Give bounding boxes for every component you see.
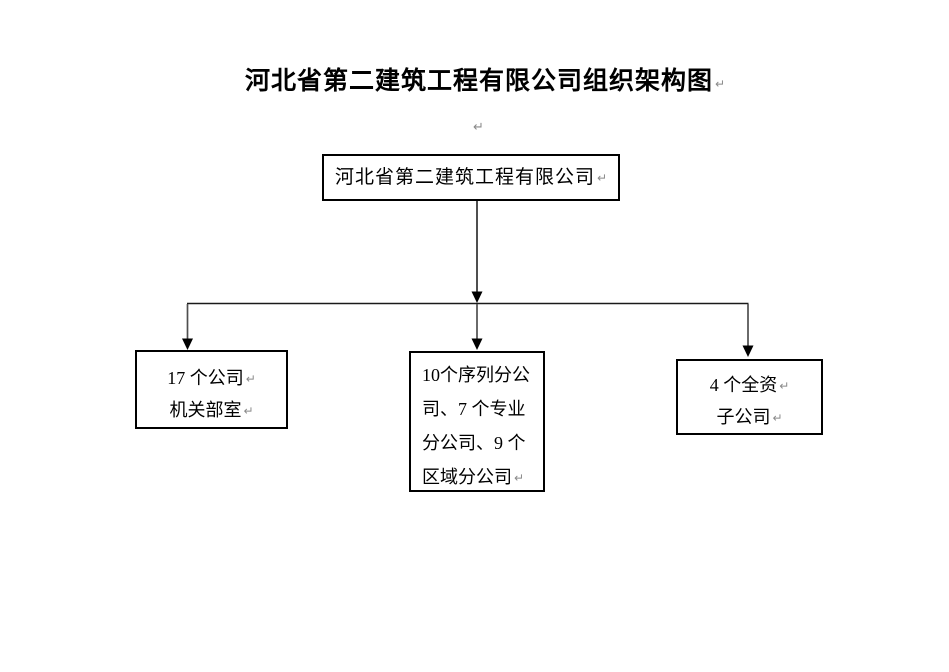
paragraph-return-mark: ↵ (714, 77, 726, 91)
paragraph-return-mark: ↵ (514, 471, 525, 485)
org-box-text-line: 司、7 个专业 (422, 392, 539, 426)
org-box-text: 区域分公司 (422, 467, 512, 487)
paragraph-return-mark: ↵ (243, 404, 254, 418)
org-box-text: 17 个公司 (167, 368, 244, 388)
org-box-company-departments: 17 个公司↵ 机关部室↵ (135, 350, 288, 429)
paragraph-return-mark: ↵ (473, 120, 484, 135)
org-box-branch-companies: 10个序列分公 司、7 个专业 分公司、9 个 区域分公司↵ (409, 351, 545, 492)
down-arrowhead-icon (471, 291, 483, 303)
org-box-text-line: 4 个全资↵ (678, 370, 821, 402)
down-arrowhead-icon (182, 338, 193, 350)
org-box-text-line: 机关部室↵ (137, 395, 286, 427)
page-title: 河北省第二建筑工程有限公司组织架构图↵ (0, 61, 949, 97)
down-arrowhead-icon (742, 345, 754, 357)
org-box-text-line: 分公司、9 个 (422, 426, 539, 460)
org-box-text: 10个序列分公 (422, 365, 530, 385)
org-box-text-line: 区域分公司↵ (422, 460, 539, 495)
down-arrowhead-icon (471, 338, 483, 350)
paragraph-return-mark: ↵ (245, 372, 256, 386)
paragraph-return-mark: ↵ (779, 379, 790, 393)
org-box-root-label: 河北省第二建筑工程有限公司 (334, 167, 595, 188)
org-box-text: 4 个全资 (709, 375, 778, 395)
org-box-text-line: 10个序列分公 (422, 358, 539, 392)
org-box-text: 子公司 (716, 407, 771, 427)
paragraph-return-mark: ↵ (596, 171, 608, 185)
org-box-text: 机关部室 (169, 400, 242, 420)
org-box-text: 分公司、9 个 (422, 433, 526, 453)
org-box-text-line: 子公司↵ (678, 402, 821, 434)
org-box-root: 河北省第二建筑工程有限公司↵ (322, 154, 620, 201)
org-box-text: 司、7 个专业 (422, 399, 526, 419)
org-box-wholly-owned-subsidiaries: 4 个全资↵ 子公司↵ (676, 359, 823, 435)
paragraph-return-mark: ↵ (772, 411, 783, 425)
page-title-text: 河北省第二建筑工程有限公司组织架构图 (244, 67, 713, 95)
org-box-text-line: 17 个公司↵ (137, 363, 286, 395)
